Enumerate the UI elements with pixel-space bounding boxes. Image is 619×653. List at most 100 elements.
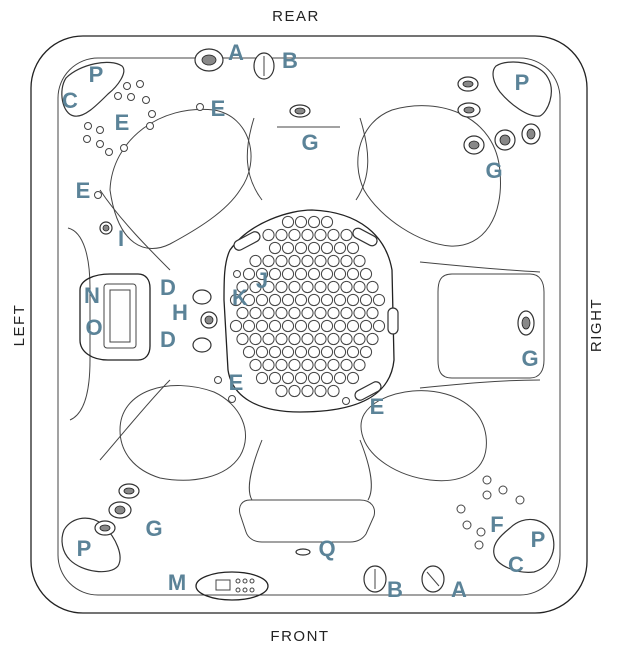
footwell-dimple bbox=[262, 228, 275, 242]
small-jet-icon bbox=[83, 80, 525, 556]
callout-g-top: G bbox=[301, 130, 318, 155]
footwell-dimple bbox=[327, 332, 340, 346]
footwell-dimple bbox=[314, 280, 327, 294]
footwell-dimple bbox=[294, 293, 308, 307]
footwell-dimple bbox=[314, 358, 327, 372]
footwell-dimple bbox=[281, 293, 295, 307]
pillow-icon bbox=[61, 61, 555, 573]
large-jet-icon bbox=[94, 76, 541, 536]
footwell-dimple bbox=[346, 371, 360, 385]
footwell-dimple bbox=[294, 267, 308, 281]
footwell-dimple bbox=[242, 345, 256, 359]
footwell-dimple bbox=[301, 228, 314, 242]
footwell-dimple bbox=[281, 319, 295, 333]
footwell-dimple bbox=[275, 254, 288, 268]
control-buttons bbox=[192, 289, 218, 353]
footwell-dimple bbox=[281, 267, 295, 281]
footwell-dimple bbox=[340, 280, 353, 294]
footwell-dimple bbox=[346, 319, 360, 333]
footwell-dimple bbox=[288, 254, 301, 268]
footwell-dimple bbox=[314, 384, 327, 398]
callout-b-bottom: B bbox=[387, 577, 403, 602]
footwell-dimple bbox=[314, 254, 327, 268]
footwell-dimple bbox=[327, 358, 340, 372]
callout-a-bottom: A bbox=[451, 577, 467, 602]
callout-o-left: O bbox=[85, 315, 102, 340]
callout-f-bottom-right: F bbox=[490, 512, 503, 537]
footwell-dimple bbox=[307, 319, 321, 333]
footwell-dimple bbox=[340, 228, 353, 242]
footwell-dimple bbox=[359, 345, 373, 359]
footwell-dimple bbox=[262, 306, 275, 320]
footwell-dimple bbox=[262, 280, 275, 294]
callout-m-bottom: M bbox=[168, 570, 186, 595]
footwell-dimple bbox=[242, 293, 256, 307]
footwell-dimple bbox=[275, 306, 288, 320]
callout-d-lower: D bbox=[160, 327, 176, 352]
footwell-dimple bbox=[301, 306, 314, 320]
footwell-dimple bbox=[262, 332, 275, 346]
footwell-dimple bbox=[301, 254, 314, 268]
callout-b-top: B bbox=[282, 48, 298, 73]
footwell-dimple bbox=[281, 241, 295, 255]
footwell-dimple bbox=[307, 345, 321, 359]
footwell-dimple bbox=[346, 345, 360, 359]
footwell-dimple bbox=[294, 371, 308, 385]
footwell-dimple bbox=[333, 267, 347, 281]
callout-e-top-mid: E bbox=[211, 96, 226, 121]
footwell-dimple bbox=[327, 306, 340, 320]
footwell-dimple bbox=[275, 332, 288, 346]
callout-p-top-right: P bbox=[515, 70, 530, 95]
diverter-valve-icon bbox=[194, 48, 445, 593]
left-label: LEFT bbox=[11, 304, 28, 347]
callout-p-top-left: P bbox=[89, 62, 104, 87]
footwell-dimple bbox=[366, 306, 379, 320]
footwell-dimple bbox=[249, 254, 262, 268]
footwell-dimple bbox=[236, 306, 249, 320]
footwell-dimple bbox=[353, 332, 366, 346]
footwell-dimple bbox=[255, 319, 269, 333]
footwell-dimple bbox=[346, 293, 360, 307]
footwell-dimple bbox=[320, 241, 334, 255]
callout-q-bottom: Q bbox=[318, 536, 335, 561]
callout-d-upper: D bbox=[160, 275, 176, 300]
footwell-dimple bbox=[242, 267, 256, 281]
footwell-dimple bbox=[275, 358, 288, 372]
callout-g-bottom-left: G bbox=[145, 516, 162, 541]
footwell-dimple bbox=[275, 228, 288, 242]
central-footwell bbox=[223, 209, 395, 413]
footwell-dimples bbox=[229, 215, 386, 398]
callout-k-center: K bbox=[232, 285, 248, 310]
footwell-dimple bbox=[275, 384, 288, 398]
footwell-dimple bbox=[255, 371, 269, 385]
footwell-dimple bbox=[294, 345, 308, 359]
footwell-dimple bbox=[275, 280, 288, 294]
footwell-dimple bbox=[320, 319, 334, 333]
callout-n-left: N bbox=[84, 283, 100, 308]
footwell-dimple bbox=[301, 358, 314, 372]
callout-e-center-right: E bbox=[370, 394, 385, 419]
footwell-dimple bbox=[353, 280, 366, 294]
footwell-dimple bbox=[242, 319, 256, 333]
footwell-dimple bbox=[301, 332, 314, 346]
control-panel-icon bbox=[195, 571, 269, 601]
footwell-dimple bbox=[340, 306, 353, 320]
footwell-dimple bbox=[294, 319, 308, 333]
footwell-dimple bbox=[281, 215, 295, 229]
footwell-dimple bbox=[333, 345, 347, 359]
footwell-dimple bbox=[288, 358, 301, 372]
footwell-dimple bbox=[249, 306, 262, 320]
callout-p-bottom-right: P bbox=[531, 527, 546, 552]
footwell-dimple bbox=[346, 241, 360, 255]
callout-e-top-left-jets: E bbox=[115, 110, 130, 135]
callout-j-center: J bbox=[256, 268, 268, 293]
footwell-dimple bbox=[268, 371, 282, 385]
footwell-dimple bbox=[268, 267, 282, 281]
footwell-dimple bbox=[249, 332, 262, 346]
footwell-dimple bbox=[255, 345, 269, 359]
footwell-dimple bbox=[314, 306, 327, 320]
footwell-dimple bbox=[346, 267, 360, 281]
footwell-dimple bbox=[262, 254, 275, 268]
callout-g-top-right: G bbox=[485, 158, 502, 183]
